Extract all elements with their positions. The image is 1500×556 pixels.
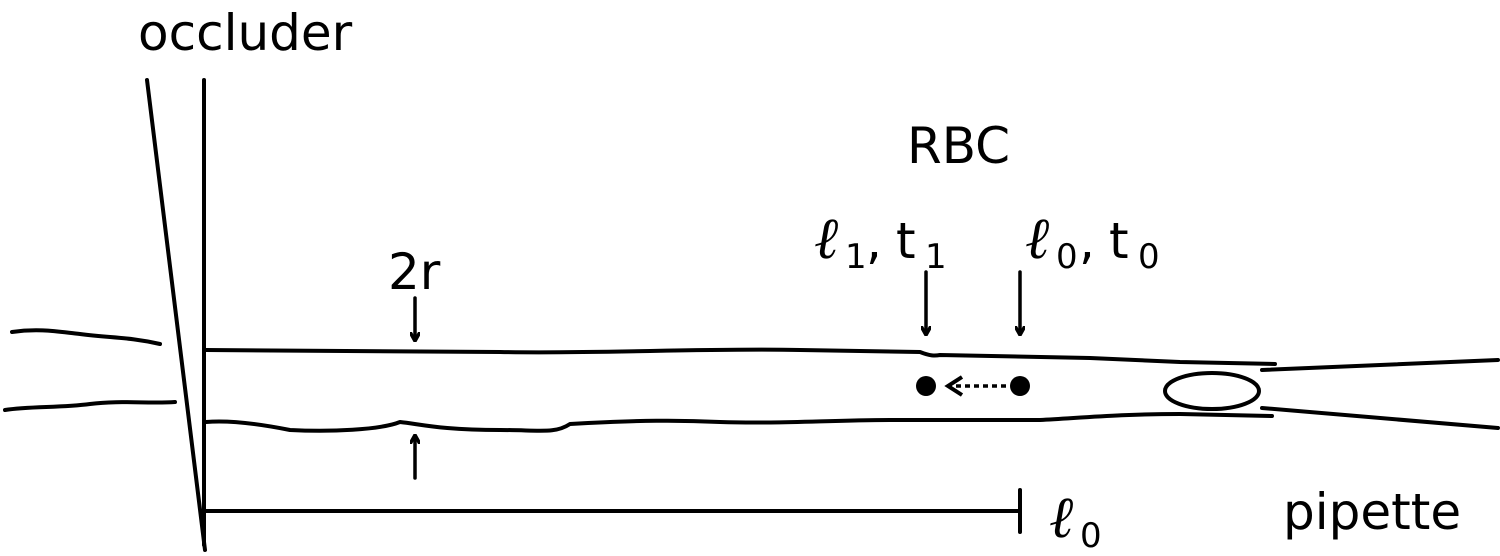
length-ell-subscript: 0 xyxy=(1080,516,1102,556)
rbc-label: RBC xyxy=(907,117,1010,175)
occluder-slanted-edge xyxy=(145,78,207,552)
t-1-subscript: 1 xyxy=(925,237,947,277)
tube-left-lower-wall xyxy=(3,400,177,412)
t-0-subscript: 0 xyxy=(1138,237,1160,277)
length-ell-symbol: ℓ xyxy=(1050,483,1075,551)
motion-arrowhead xyxy=(944,375,964,397)
occluder-label: occluder xyxy=(138,4,353,62)
ell-0-subscript: 0 xyxy=(1056,237,1078,277)
pipette-label: pipette xyxy=(1283,483,1461,541)
pipette-lower-edge xyxy=(1260,406,1500,430)
radius-label: 2r xyxy=(388,243,441,301)
ell-1-subscript: 1 xyxy=(845,237,867,277)
t-0-symbol: t xyxy=(1109,212,1129,270)
pipette-upper-edge xyxy=(1260,358,1500,372)
ell-1-symbol: ℓ xyxy=(815,204,840,272)
ell-0-symbol: ℓ xyxy=(1026,204,1051,272)
ell-0-comma: , xyxy=(1079,212,1095,270)
rbc-cell xyxy=(1163,371,1261,411)
ell-1-comma: , xyxy=(866,212,882,270)
capillary-upper-wall xyxy=(204,347,1277,366)
t-1-symbol: t xyxy=(896,212,916,270)
capillary-lower-wall xyxy=(204,412,1274,433)
particle-at-t1 xyxy=(916,376,936,396)
tube-left-upper-wall xyxy=(10,328,162,346)
particle-at-t0 xyxy=(1010,376,1030,396)
